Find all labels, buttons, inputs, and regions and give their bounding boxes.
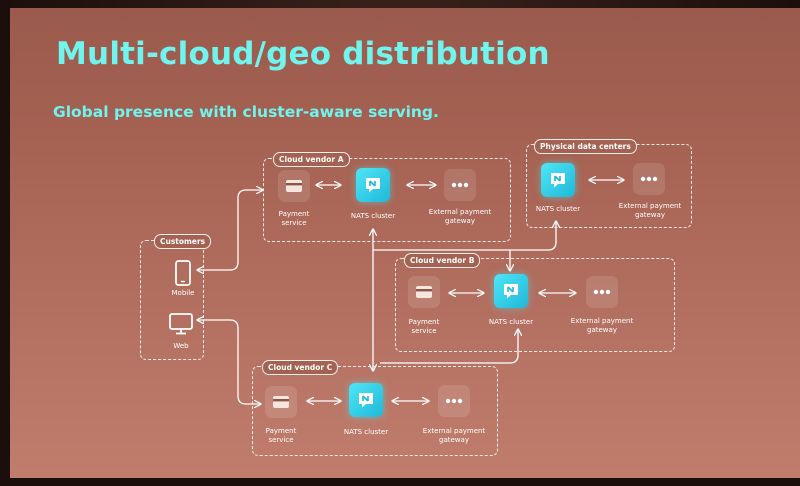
- cloud-vendor-c-group: [252, 366, 498, 456]
- cloud-vendor-c-tag: Cloud vendor C: [262, 360, 339, 375]
- physical-nats-cluster[interactable]: [541, 163, 575, 197]
- physical-gateway-label-2: gateway: [635, 211, 665, 219]
- nats-logo-icon: [551, 173, 565, 188]
- vendor-b-external-gateway[interactable]: [586, 276, 618, 308]
- physical-external-gateway[interactable]: [633, 163, 665, 195]
- vendor-b-payment-service[interactable]: [408, 276, 440, 308]
- credit-card-icon: [273, 396, 289, 408]
- vendor-a-payment-label-1: Payment: [278, 210, 310, 218]
- vendor-b-payment-label-1: Payment: [408, 318, 440, 326]
- presentation-slide: Multi-cloud/geo distribution Global pres…: [10, 8, 800, 478]
- connector-lines: [10, 8, 800, 478]
- vendor-c-external-gateway[interactable]: [438, 385, 470, 417]
- more-dots-icon: [640, 176, 658, 182]
- vendor-a-nats-label: NATS cluster: [350, 212, 396, 220]
- nats-logo-icon: [366, 178, 380, 193]
- slide-title: Multi-cloud/geo distribution: [56, 36, 550, 72]
- nats-logo-icon: [504, 284, 518, 299]
- customers-tag: Customers: [154, 234, 212, 249]
- web-tile[interactable]: [165, 308, 197, 340]
- vendor-a-payment-service[interactable]: [278, 170, 310, 202]
- physical-data-centers-tag: Physical data centers: [534, 139, 637, 154]
- vendor-b-nats-label: NATS cluster: [488, 318, 534, 326]
- vendor-a-gateway-label-2: gateway: [445, 217, 475, 225]
- more-dots-icon: [445, 398, 463, 404]
- vendor-c-gateway-label-2: gateway: [439, 436, 469, 444]
- physical-gateway-label-1: External payment: [618, 202, 682, 210]
- vendor-b-gateway-label-1: External payment: [570, 317, 634, 325]
- mobile-tile[interactable]: [167, 257, 199, 289]
- cloud-vendor-b-tag: Cloud vendor B: [404, 253, 481, 268]
- slide-subtitle: Global presence with cluster-aware servi…: [53, 103, 439, 121]
- nats-logo-icon: [359, 393, 373, 408]
- vendor-a-nats-cluster[interactable]: [356, 168, 390, 202]
- mobile-label: Mobile: [171, 289, 195, 297]
- more-dots-icon: [451, 182, 469, 188]
- vendor-a-external-gateway[interactable]: [444, 169, 476, 201]
- vendor-c-nats-cluster[interactable]: [349, 383, 383, 417]
- cloud-vendor-b-group: [395, 258, 675, 352]
- credit-card-icon: [286, 180, 302, 192]
- vendor-c-gateway-label-1: External payment: [422, 427, 486, 435]
- vendor-b-gateway-label-2: gateway: [587, 326, 617, 334]
- monitor-icon: [169, 313, 193, 335]
- physical-nats-label: NATS cluster: [535, 205, 581, 213]
- vendor-a-payment-label-2: service: [281, 219, 307, 227]
- cloud-vendor-a-group: [263, 158, 511, 242]
- mobile-phone-icon: [175, 260, 191, 286]
- vendor-b-nats-cluster[interactable]: [494, 274, 528, 308]
- vendor-c-nats-label: NATS cluster: [343, 428, 389, 436]
- vendor-c-payment-label-1: Payment: [265, 427, 297, 435]
- cloud-vendor-a-tag: Cloud vendor A: [273, 152, 350, 167]
- vendor-c-payment-service[interactable]: [265, 386, 297, 418]
- vendor-c-payment-label-2: service: [268, 436, 294, 444]
- vendor-b-payment-label-2: service: [411, 327, 437, 335]
- vendor-a-gateway-label-1: External payment: [428, 208, 492, 216]
- credit-card-icon: [416, 286, 432, 298]
- more-dots-icon: [593, 289, 611, 295]
- web-label: Web: [173, 342, 189, 350]
